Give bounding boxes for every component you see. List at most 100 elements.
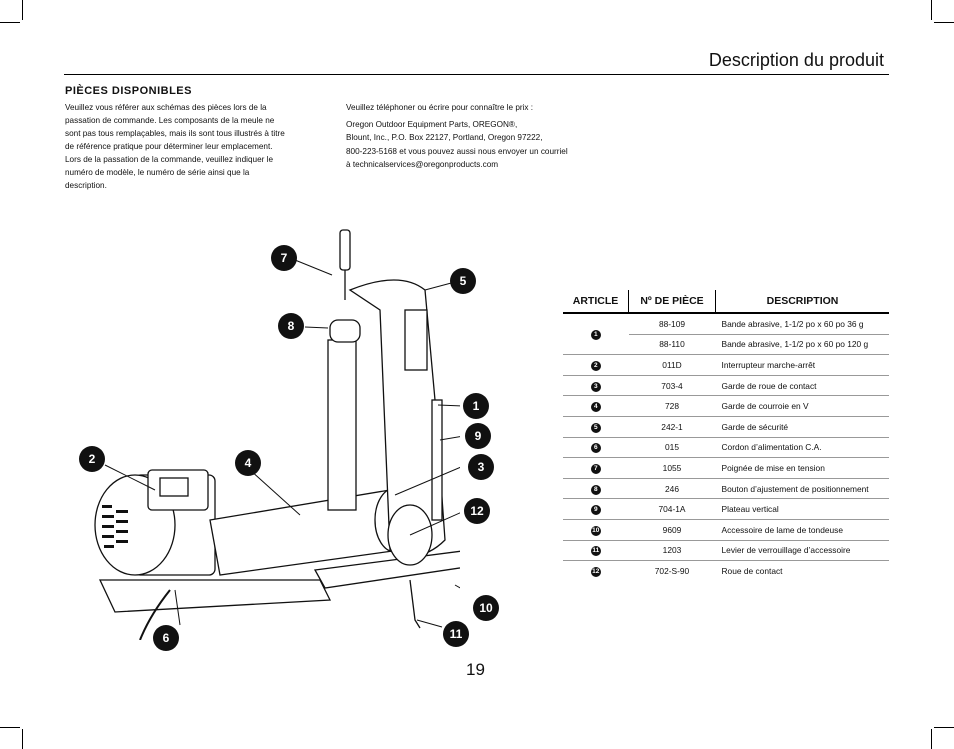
crop-mark <box>934 727 954 728</box>
header-article: ARTICLE <box>563 290 629 314</box>
description-cell: Roue de contact <box>721 565 783 576</box>
article-cell: 6 <box>563 437 629 459</box>
table-row: 6 015 Cordon d’alimentation C.A. <box>563 437 889 459</box>
grinder-illustration <box>94 229 460 640</box>
crop-mark <box>22 0 23 20</box>
article-cell: 9 <box>563 498 629 520</box>
page-title: Description du produit <box>708 50 884 70</box>
article-badge: 8 <box>590 484 601 495</box>
article-badge: 6 <box>590 443 601 454</box>
article-cell: 10 <box>563 519 629 541</box>
table-row: 88-110 Bande abrasive, 1-1/2 po x 60 po … <box>563 334 889 356</box>
part-number-cell: 015 <box>628 437 716 459</box>
callout-badge: 6 <box>153 625 179 651</box>
description-cell: Garde de sécurité <box>715 416 889 438</box>
table-row: 3 703-4 Garde de roue de contact <box>563 375 889 397</box>
article-badge: 2 <box>590 360 601 371</box>
table-row: 8 246 Bouton d’ajustement de positionnem… <box>563 478 889 500</box>
table-row: 10 9609 Accessoire de lame de tondeuse <box>563 519 889 541</box>
title-rule <box>64 74 889 75</box>
article-cell: 11 <box>563 540 629 562</box>
callout-badge: 7 <box>271 245 297 271</box>
instructions-paragraph: Veuillez vous référer aux schémas des pi… <box>65 103 285 190</box>
callout-badge: 8 <box>278 313 304 339</box>
article-cell: 5 <box>563 416 629 438</box>
callout-badge: 4 <box>235 450 261 476</box>
part-number-cell: 9609 <box>628 519 716 541</box>
table-header-row: ARTICLE Nº DE PIÈCE DESCRIPTION <box>563 290 889 314</box>
part-number-cell: 728 <box>628 395 716 417</box>
header-description: DESCRIPTION <box>715 290 889 314</box>
crop-mark <box>0 22 20 23</box>
header-part-number: Nº DE PIÈCE <box>628 290 716 314</box>
article-cell: 3 <box>563 375 629 397</box>
part-number-cell: 88-109 <box>628 313 716 335</box>
article-badge: 4 <box>590 402 601 413</box>
table-row: 1 88-109 Bande abrasive, 1-1/2 po x 60 p… <box>563 313 889 356</box>
table-row: 7 1055 Poignée de mise en tension <box>563 457 889 479</box>
callout-badge: 2 <box>79 446 105 472</box>
description-cell: Bande abrasive, 1-1/2 po x 60 po 120 g <box>715 334 889 356</box>
article-badge: 11 <box>590 546 601 557</box>
page-number: 19 <box>466 660 485 679</box>
part-number-cell: 702-S-90 <box>654 565 690 576</box>
article-cell: 2 <box>563 354 629 376</box>
description-cell: Cordon d’alimentation C.A. <box>715 437 889 459</box>
table-row: 12 702-S-90 Roue de contact <box>563 561 889 581</box>
table-row: 2 011D Interrupteur marche-arrêt <box>563 354 889 376</box>
callout-badge: 3 <box>468 454 494 480</box>
callout-badge: 10 <box>473 595 499 621</box>
article-badge: 10 <box>590 525 601 536</box>
contact-line: Oregon Outdoor Equipment Parts, OREGON®, <box>346 119 518 129</box>
contact-line: 800-223-5168 et vous pouvez aussi nous e… <box>346 146 568 156</box>
article-cell: 1 <box>563 313 629 356</box>
description-cell: Plateau vertical <box>715 498 889 520</box>
article-badge: 5 <box>590 422 601 433</box>
part-number-cell: 011D <box>628 354 716 376</box>
table-row: 4 728 Garde de courroie en V <box>563 395 889 417</box>
article-cell: 12 <box>563 561 629 581</box>
table-row: 5 242-1 Garde de sécurité <box>563 416 889 438</box>
article-badge: 12 <box>590 566 601 577</box>
article-cell: 4 <box>563 395 629 417</box>
description-cell: Poignée de mise en tension <box>715 457 889 479</box>
callout-badge: 5 <box>450 268 476 294</box>
description-cell: Garde de roue de contact <box>715 375 889 397</box>
article-badge: 1 <box>590 330 601 341</box>
table-row: 11 1203 Levier de verrouillage d’accesso… <box>563 540 889 562</box>
part-number-cell: 88-110 <box>628 334 716 356</box>
part-number-cell: 703-4 <box>628 375 716 397</box>
part-number-cell: 704-1A <box>628 498 716 520</box>
part-number-cell: 1055 <box>628 457 716 479</box>
description-cell: Bouton d’ajustement de positionnement <box>715 478 889 500</box>
contact-line: à technicalservices@oregonproducts.com <box>346 160 499 169</box>
contact-paragraph: Veuillez téléphoner ou écrire pour conna… <box>346 101 616 172</box>
callout-badge: 1 <box>463 393 489 419</box>
contact-line: Veuillez téléphoner ou écrire pour conna… <box>346 103 534 112</box>
description-cell: Garde de courroie en V <box>715 395 889 417</box>
crop-mark <box>931 0 932 20</box>
callout-badge: 11 <box>443 621 469 647</box>
table-row: 9 704-1A Plateau vertical <box>563 498 889 520</box>
crop-mark <box>22 729 23 749</box>
crop-mark <box>0 727 20 728</box>
part-number-cell: 242-1 <box>628 416 716 438</box>
article-badge: 7 <box>590 463 601 474</box>
part-number-cell: 246 <box>628 478 716 500</box>
section-heading: PIÈCES DISPONIBLES <box>65 85 192 97</box>
description-cell: Accessoire de lame de tondeuse <box>715 519 889 541</box>
article-badge: 9 <box>590 505 601 516</box>
crop-mark <box>934 22 954 23</box>
part-number-cell: 1203 <box>628 540 716 562</box>
contact-line: Blount, Inc., P.O. Box 22127, Portland, … <box>346 133 543 142</box>
callout-badge: 12 <box>464 498 490 524</box>
article-cell: 7 <box>563 457 629 479</box>
description-cell: Levier de verrouillage d’accessoire <box>715 540 889 562</box>
description-cell: Bande abrasive, 1-1/2 po x 60 po 36 g <box>715 313 889 335</box>
article-cell: 8 <box>563 478 629 500</box>
article-badge: 3 <box>590 381 601 392</box>
crop-mark <box>931 729 932 749</box>
description-cell: Interrupteur marche-arrêt <box>715 354 889 376</box>
callout-badge: 9 <box>465 423 491 449</box>
parts-table: ARTICLE Nº DE PIÈCE DESCRIPTION 1 88-109… <box>563 290 889 581</box>
